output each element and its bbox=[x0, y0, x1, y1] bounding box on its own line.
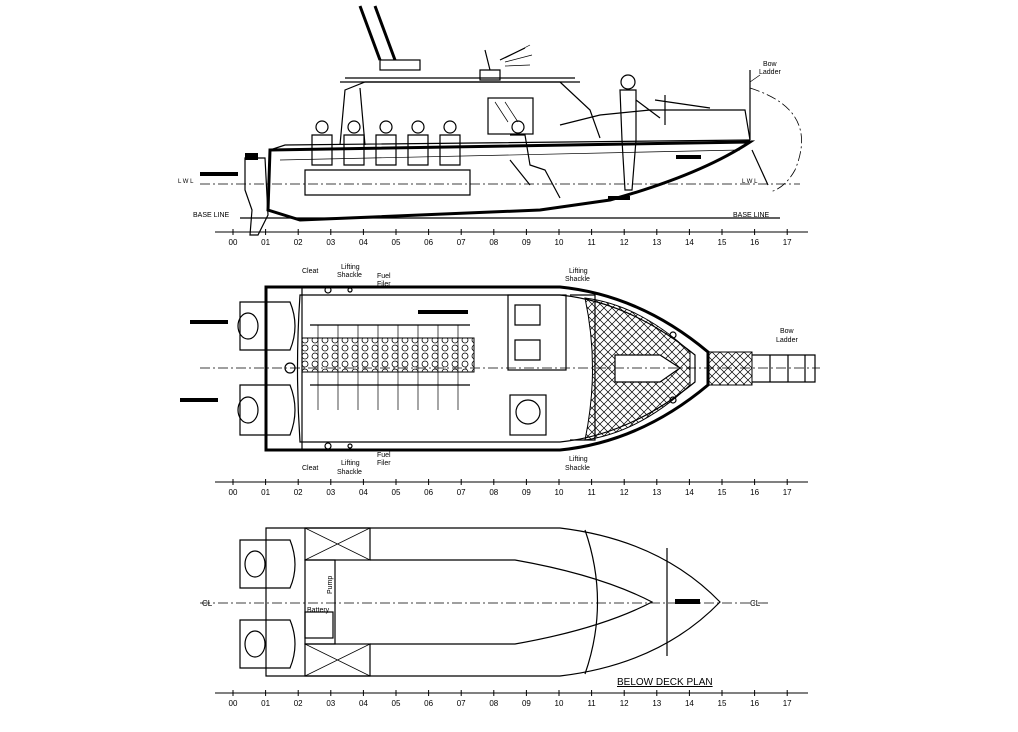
bow-ladder-plan bbox=[707, 351, 753, 386]
station-tick-label: 10 bbox=[555, 488, 564, 497]
station-tick-label: 16 bbox=[750, 238, 759, 247]
station-tick-label: 01 bbox=[261, 238, 270, 247]
station-tick-label: 02 bbox=[294, 238, 303, 247]
fuel-filler-top-1: Fuel bbox=[377, 273, 391, 280]
lwl-label-left: L W L bbox=[178, 179, 194, 185]
station-tick-label: 10 bbox=[555, 699, 564, 708]
station-tick-label: 17 bbox=[783, 238, 792, 247]
station-tick-label: 15 bbox=[718, 699, 727, 708]
station-tick-label: 03 bbox=[326, 238, 335, 247]
station-tick-label: 13 bbox=[652, 488, 661, 497]
lifting-shackle-bottom-right-1: Lifting bbox=[569, 456, 588, 463]
station-tick-label: 00 bbox=[229, 488, 238, 497]
station-tick-label: 09 bbox=[522, 238, 531, 247]
bow-ladder-label-line2: Ladder bbox=[759, 69, 781, 76]
station-tick-label: 09 bbox=[522, 488, 531, 497]
station-tick-label: 12 bbox=[620, 699, 629, 708]
station-tick-label: 03 bbox=[326, 699, 335, 708]
station-tick-label: 11 bbox=[587, 488, 596, 497]
station-tick-label: 00 bbox=[229, 699, 238, 708]
lwl-label-right: L W L bbox=[742, 179, 758, 185]
lifting-shackle-top-right-1: Lifting bbox=[569, 268, 588, 275]
bow-ladder-label-line1: Bow bbox=[763, 61, 778, 68]
lifting-shackle-bottom-left-1: Lifting bbox=[341, 460, 360, 467]
station-tick-label: 07 bbox=[457, 238, 466, 247]
lifting-shackle-bottom-right-2: Shackle bbox=[565, 465, 590, 472]
side-elevation-view: Bow Ladder L W L L W L BASE LINE BASE LI… bbox=[178, 5, 802, 236]
station-tick-label: 17 bbox=[783, 699, 792, 708]
station-tick-label: 11 bbox=[587, 699, 596, 708]
station-scale-top: 00 01 02 03 04 05 06 07 08 09 10 11 12 13 14 15 16 17 bbox=[215, 229, 808, 247]
station-tick-label: 06 bbox=[424, 488, 433, 497]
station-tick-label: 08 bbox=[489, 699, 498, 708]
seated-crew-figures bbox=[304, 120, 471, 196]
station-scale-bottom: 00 01 02 03 04 05 06 07 08 09 10 11 12 13 14 15 16 17 bbox=[215, 690, 808, 708]
station-tick-label: 06 bbox=[424, 699, 433, 708]
station-tick-label: 02 bbox=[294, 488, 303, 497]
station-tick-label: 08 bbox=[489, 488, 498, 497]
station-tick-label: 14 bbox=[685, 238, 694, 247]
station-tick-label: 07 bbox=[457, 699, 466, 708]
station-tick-label: 14 bbox=[685, 699, 694, 708]
cleat-label-bottom: Cleat bbox=[302, 465, 318, 472]
station-tick-label: 06 bbox=[424, 238, 433, 247]
fuel-filler-bottom-1: Fuel bbox=[377, 452, 391, 459]
station-tick-label: 13 bbox=[652, 238, 661, 247]
station-tick-label: 08 bbox=[489, 238, 498, 247]
station-tick-label: 15 bbox=[718, 488, 727, 497]
centerline-symbol-right: CL bbox=[750, 599, 761, 608]
lifting-shackle-top-left-2: Shackle bbox=[337, 272, 362, 279]
below-deck-hull-outline bbox=[265, 527, 721, 677]
lifting-shackle-top-right-2: Shackle bbox=[565, 276, 590, 283]
lifting-shackle-top-left-1: Lifting bbox=[341, 264, 360, 271]
station-tick-label: 04 bbox=[359, 699, 368, 708]
station-tick-label: 12 bbox=[620, 488, 629, 497]
hull-profile bbox=[266, 140, 756, 222]
station-tick-label: 02 bbox=[294, 699, 303, 708]
station-scale-middle: 00 01 02 03 04 05 06 07 08 09 10 11 12 13 14 15 16 17 bbox=[215, 479, 808, 497]
station-tick-label: 05 bbox=[392, 699, 401, 708]
battery-label: Battery bbox=[307, 607, 330, 614]
bow-ladder-plan-label-2: Ladder bbox=[776, 337, 798, 344]
pump-label: Pump bbox=[327, 576, 334, 594]
station-tick-label: 04 bbox=[359, 488, 368, 497]
below-deck-plan-title: BELOW DECK PLAN bbox=[617, 677, 713, 688]
deck-plan-view: Cleat Cleat Lifting Shackle Fuel Filer F… bbox=[180, 264, 820, 476]
station-tick-label: 07 bbox=[457, 488, 466, 497]
cleat-label-top: Cleat bbox=[302, 268, 318, 275]
station-tick-label: 13 bbox=[652, 699, 661, 708]
station-tick-label: 01 bbox=[261, 488, 270, 497]
below-deck-plan-view: Pump Battery CL CL BELOW DECK PLAN bbox=[200, 527, 770, 688]
base-line-label-right: BASE LINE bbox=[733, 212, 770, 219]
station-tick-label: 16 bbox=[750, 488, 759, 497]
lifting-shackle-bottom-left-2: Shackle bbox=[337, 469, 362, 476]
station-tick-label: 04 bbox=[359, 238, 368, 247]
station-tick-label: 11 bbox=[587, 238, 596, 247]
station-tick-label: 12 bbox=[620, 238, 629, 247]
centerline-symbol-left: CL bbox=[202, 599, 213, 608]
station-tick-label: 16 bbox=[750, 699, 759, 708]
station-tick-label: 05 bbox=[392, 238, 401, 247]
station-tick-label: 17 bbox=[783, 488, 792, 497]
station-tick-label: 01 bbox=[261, 699, 270, 708]
station-tick-label: 09 bbox=[522, 699, 531, 708]
outboard-motor bbox=[200, 153, 269, 236]
bow-ladder-plan-label-1: Bow bbox=[780, 328, 795, 335]
fuel-filler-top-2: Filer bbox=[377, 281, 391, 288]
station-tick-label: 15 bbox=[718, 238, 727, 247]
passenger-seating-grid bbox=[301, 310, 475, 410]
bow-ladder-swing-arc bbox=[749, 87, 802, 193]
station-tick-label: 14 bbox=[685, 488, 694, 497]
station-tick-label: 05 bbox=[392, 488, 401, 497]
station-tick-label: 10 bbox=[555, 238, 564, 247]
fuel-filler-bottom-2: Filer bbox=[377, 460, 391, 467]
base-line-label-left: BASE LINE bbox=[193, 212, 230, 219]
station-tick-label: 00 bbox=[229, 238, 238, 247]
station-tick-label: 03 bbox=[326, 488, 335, 497]
